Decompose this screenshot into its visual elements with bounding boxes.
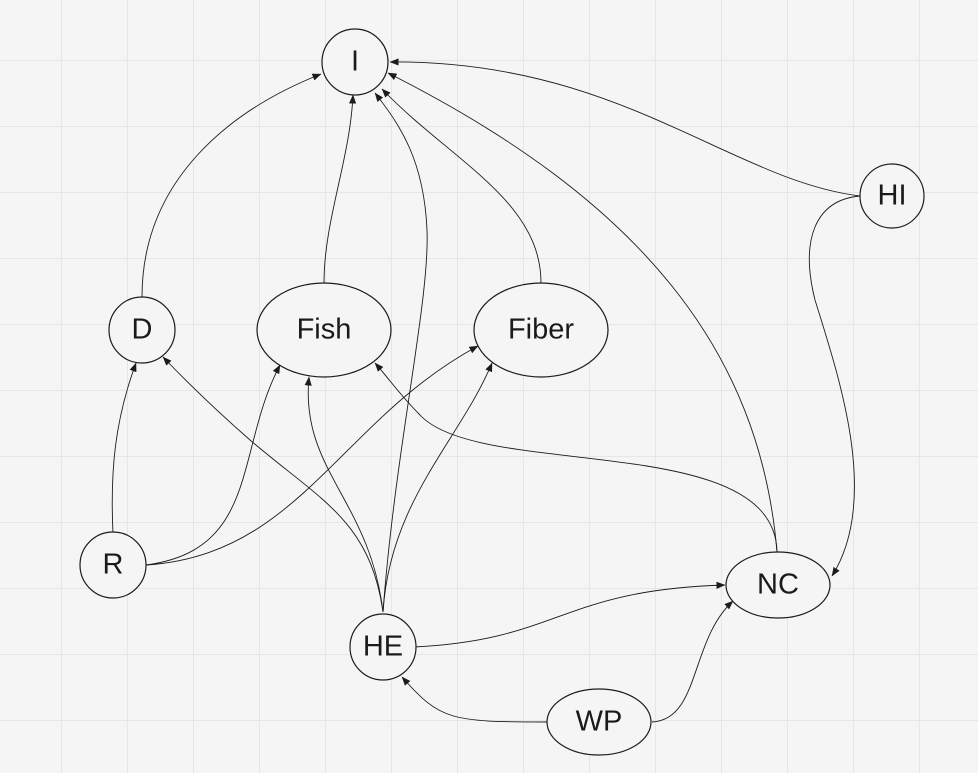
edge-he-to-nc — [413, 581, 726, 648]
node-label-he: HE — [363, 631, 403, 663]
nodes: I HI D Fish Fiber R NC HE — [79, 28, 925, 756]
edge-hi-to-nc — [808, 195, 861, 577]
node-i[interactable]: I — [321, 28, 389, 96]
edge-he-to-i — [374, 92, 428, 613]
node-label-d: D — [132, 314, 153, 346]
node-label-wp: WP — [576, 706, 623, 738]
edge-r-to-d — [111, 362, 137, 535]
edge-hi-to-i — [389, 58, 861, 197]
node-label-fish: Fish — [297, 314, 352, 346]
edge-nc-to-fish — [374, 362, 778, 553]
node-fish[interactable]: Fish — [256, 282, 392, 378]
node-label-r: R — [103, 549, 124, 581]
edge-he-to-d — [162, 356, 384, 613]
edge-he-to-fish — [304, 376, 384, 613]
node-label-fiber: Fiber — [508, 314, 574, 346]
edges — [111, 58, 861, 723]
edge-he-to-fiber — [382, 362, 493, 613]
node-nc[interactable]: NC — [725, 551, 831, 619]
edge-nc-to-i — [387, 72, 778, 553]
node-he[interactable]: HE — [349, 613, 417, 681]
edge-wp-to-he — [401, 676, 548, 723]
node-label-i: I — [351, 46, 359, 78]
node-wp[interactable]: WP — [546, 688, 652, 756]
node-label-hi: HI — [878, 180, 907, 212]
node-d[interactable]: D — [108, 296, 176, 364]
edge-d-to-i — [141, 73, 322, 298]
edge-r-to-fish — [145, 364, 281, 566]
node-hi[interactable]: HI — [859, 163, 925, 229]
node-label-nc: NC — [757, 569, 799, 601]
node-fiber[interactable]: Fiber — [473, 282, 609, 378]
edge-fish-to-i — [323, 94, 357, 284]
edge-fiber-to-i — [381, 88, 542, 284]
edge-wp-to-nc — [651, 600, 734, 723]
node-r[interactable]: R — [79, 531, 147, 599]
edge-r-to-fiber — [145, 345, 479, 566]
